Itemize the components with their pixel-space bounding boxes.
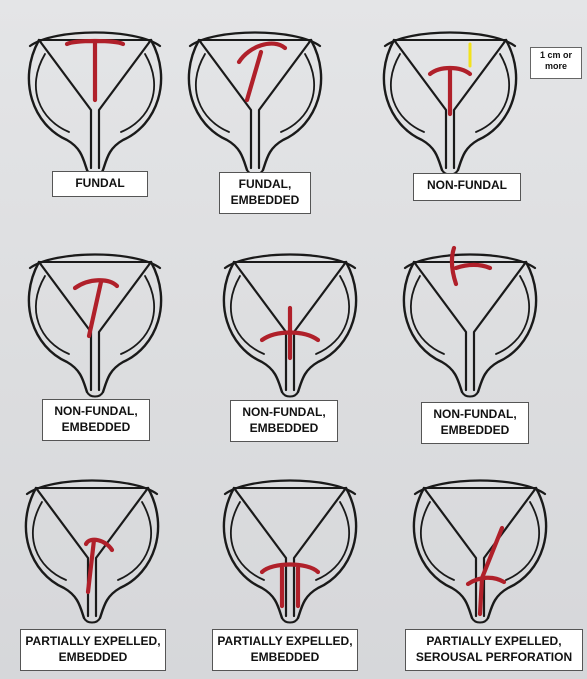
cavity-left [39, 40, 91, 168]
cervix [462, 392, 478, 397]
wall-loop-right [496, 276, 529, 354]
label-fundal-embedded: FUNDAL, EMBEDDED [219, 172, 311, 214]
wall-loop-left [36, 276, 69, 354]
outer-wall-left [384, 40, 442, 170]
outer-wall-right [488, 488, 546, 618]
label-non-fundal-embedded-3: NON-FUNDAL, EMBEDDED [421, 402, 529, 444]
iud-mark [452, 248, 490, 284]
wall-loop-left [421, 502, 454, 580]
iud-mark [262, 565, 318, 607]
distance-note: 1 cm or more [530, 47, 582, 79]
label-partially-expelled-embedded-1: PARTIALLY EXPELLED, EMBEDDED [20, 629, 166, 671]
cavity-right [294, 488, 346, 616]
uterus-panel-non-fundal-embedded-1 [29, 255, 161, 397]
wall-loop-right [476, 54, 509, 132]
cervix [282, 618, 298, 623]
wall-loop-left [391, 54, 424, 132]
outer-wall-left [26, 488, 84, 618]
wall-loop-left [36, 54, 69, 132]
uterus-panel-partially-expelled-embedded-1 [26, 481, 158, 623]
cavity-left [424, 488, 476, 616]
iud-mark [468, 528, 504, 614]
iud-mark [75, 280, 117, 336]
iud-mark [86, 540, 112, 592]
outer-wall-left [29, 40, 87, 170]
iud-mark [239, 44, 285, 100]
wall-loop-left [231, 502, 264, 580]
wall-loop-right [118, 502, 151, 580]
cervix [282, 392, 298, 397]
wall-loop-right [121, 54, 154, 132]
uterus-panel-non-fundal [384, 33, 516, 175]
uterus-panel-partially-expelled-serousal [414, 481, 546, 623]
cavity-left [414, 262, 466, 390]
label-non-fundal-embedded-1: NON-FUNDAL, EMBEDDED [42, 399, 150, 441]
cavity-left [36, 488, 88, 616]
wall-loop-right [316, 276, 349, 354]
cavity-left [234, 488, 286, 616]
outer-wall-left [29, 262, 87, 392]
label-partially-expelled-serousal: PARTIALLY EXPELLED, SEROUSAL PERFORATION [405, 629, 583, 671]
label-non-fundal-embedded-2: NON-FUNDAL, EMBEDDED [230, 400, 338, 442]
iud-mark [67, 41, 123, 100]
label-non-fundal: NON-FUNDAL [413, 173, 521, 201]
outer-wall-left [224, 262, 282, 392]
outer-wall-right [263, 40, 321, 170]
iud-mark [430, 68, 470, 114]
label-partially-expelled-embedded-2: PARTIALLY EXPELLED, EMBEDDED [212, 629, 358, 671]
wall-loop-left [33, 502, 66, 580]
cavity-right [96, 488, 148, 616]
cervix [87, 392, 103, 397]
cavity-right [259, 40, 311, 168]
uterus-panel-partially-expelled-embedded-2 [224, 481, 356, 623]
uterus-panel-non-fundal-embedded-3 [404, 248, 536, 397]
cervix [84, 618, 100, 623]
outer-wall-right [103, 40, 161, 170]
cavity-right [454, 40, 506, 168]
uterus-panel-fundal-embedded [189, 33, 321, 175]
cavity-left [394, 40, 446, 168]
cavity-left [234, 262, 286, 390]
wall-loop-right [281, 54, 314, 132]
outer-wall-left [414, 488, 472, 618]
wall-loop-left [231, 276, 264, 354]
outer-wall-right [298, 488, 356, 618]
outer-wall-right [298, 262, 356, 392]
outer-wall-right [478, 262, 536, 392]
cavity-right [474, 262, 526, 390]
wall-loop-right [121, 276, 154, 354]
uterus-panel-non-fundal-embedded-2 [224, 255, 356, 397]
outer-wall-right [458, 40, 516, 170]
wall-loop-right [316, 502, 349, 580]
cervix [472, 618, 488, 623]
cavity-right [294, 262, 346, 390]
wall-loop-left [411, 276, 444, 354]
uterus-panel-fundal [29, 33, 161, 175]
iud-mark [262, 308, 318, 358]
outer-wall-left [224, 488, 282, 618]
label-fundal: FUNDAL [52, 171, 148, 197]
wall-loop-right [506, 502, 539, 580]
outer-wall-right [100, 488, 158, 618]
wall-loop-left [196, 54, 229, 132]
cavity-right [99, 40, 151, 168]
